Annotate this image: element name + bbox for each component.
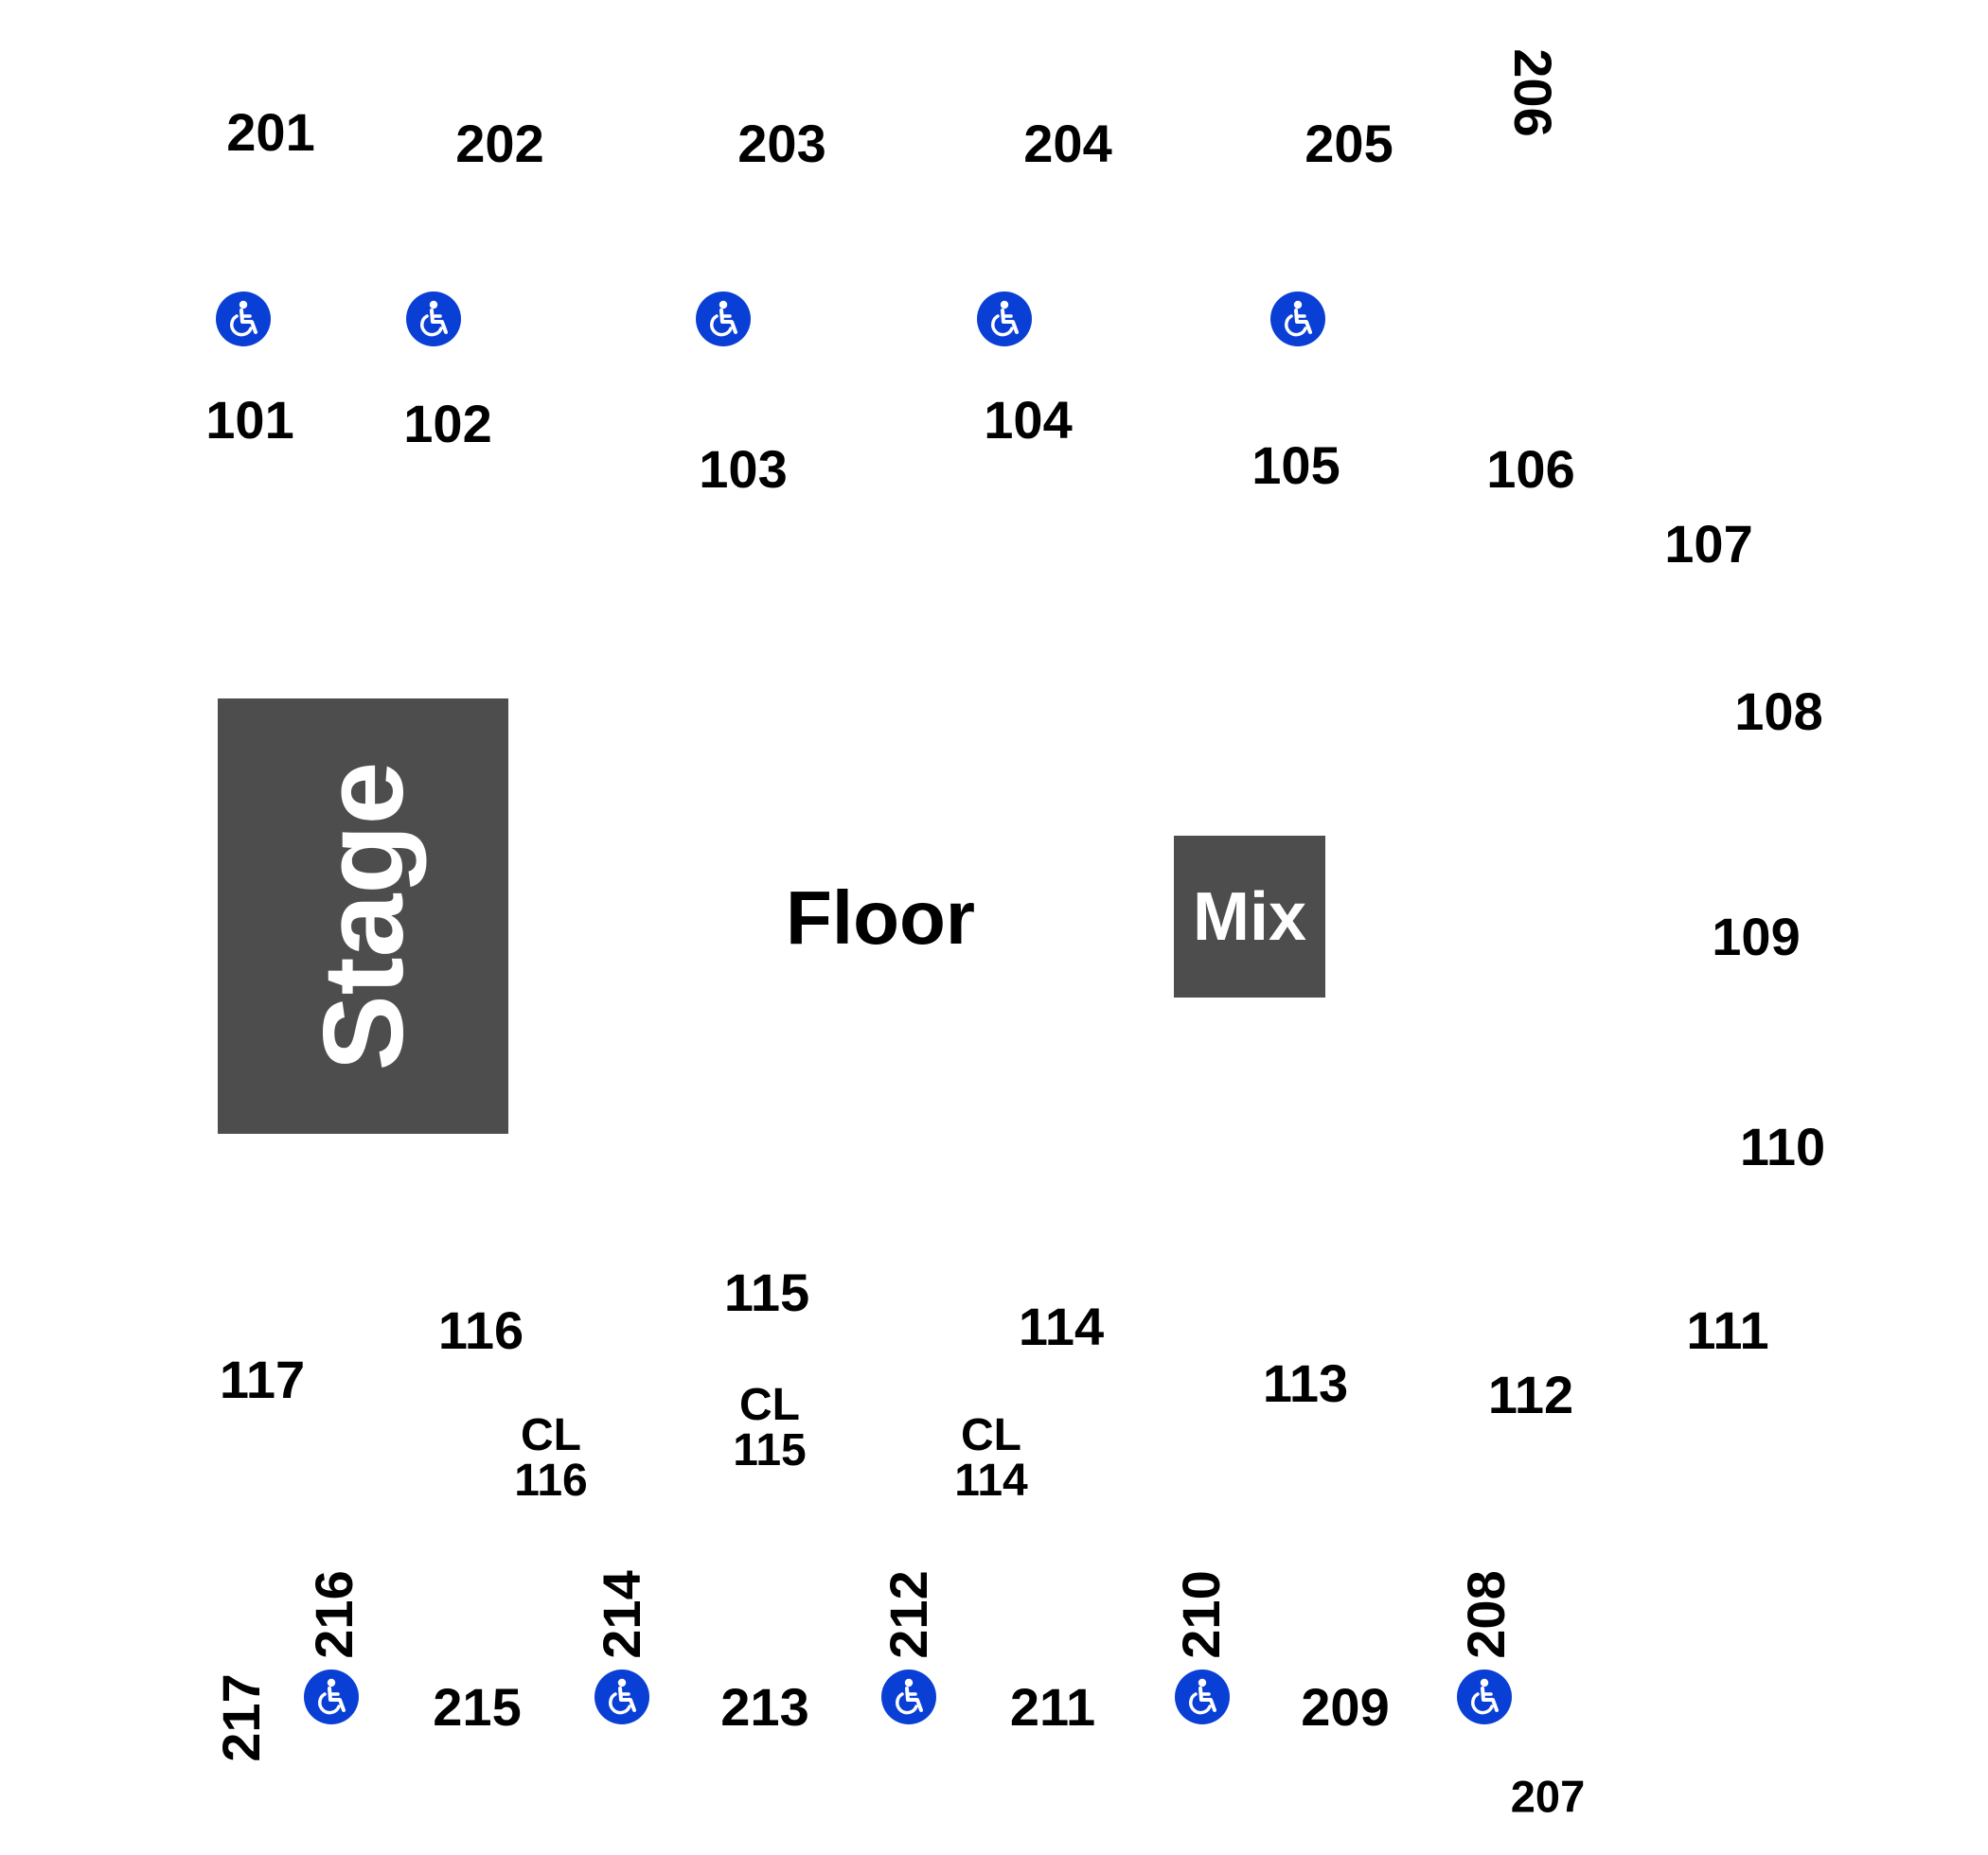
wheelchair-icon [303,1669,360,1725]
section-211[interactable]: 211 [1009,1677,1096,1737]
section-103[interactable]: 103 [699,439,788,499]
mix-label: Mix [1192,878,1307,955]
section-cl115-prefix: CL [739,1380,800,1430]
section-116[interactable]: 116 [437,1300,524,1360]
section-204[interactable]: 204 [1023,114,1112,173]
section-104[interactable]: 104 [984,390,1073,450]
section-101[interactable]: 101 [205,390,294,450]
wheelchair-icon [695,291,752,347]
section-216[interactable]: 216 [304,1570,364,1659]
section-102[interactable]: 102 [403,394,492,453]
section-105[interactable]: 105 [1251,435,1340,495]
section-217[interactable]: 217 [211,1673,271,1762]
section-108[interactable]: 108 [1734,681,1823,741]
section-205[interactable]: 205 [1305,114,1393,173]
section-214[interactable]: 214 [592,1570,651,1659]
section-212[interactable]: 212 [879,1570,938,1659]
stage-block[interactable]: Stage [218,698,508,1134]
wheelchair-icon [880,1669,937,1725]
section-213[interactable]: 213 [720,1677,809,1737]
section-207[interactable]: 207 [1510,1771,1586,1822]
wheelchair-icon [976,291,1033,347]
section-109[interactable]: 109 [1712,907,1801,966]
stage-label: Stage [299,761,427,1071]
wheelchair-icon [1269,291,1326,347]
section-cl116-prefix: CL [521,1410,581,1460]
section-206[interactable]: 206 [1503,48,1563,137]
section-cl114[interactable]: CL 114 [954,1413,1027,1504]
section-111[interactable]: 111 [1686,1300,1769,1360]
section-215[interactable]: 215 [433,1677,522,1737]
wheelchair-icon [1174,1669,1231,1725]
section-cl116[interactable]: CL 116 [514,1413,587,1504]
section-202[interactable]: 202 [455,114,544,173]
section-cl116-number: 116 [514,1456,588,1506]
section-cl115[interactable]: CL 115 [733,1383,806,1474]
section-107[interactable]: 107 [1664,514,1753,574]
section-cl114-prefix: CL [961,1410,1021,1460]
section-208[interactable]: 208 [1456,1570,1516,1659]
section-115[interactable]: 115 [723,1263,810,1322]
section-210[interactable]: 210 [1171,1570,1231,1659]
section-203[interactable]: 203 [737,114,826,173]
mix-block: Mix [1174,836,1325,998]
section-117[interactable]: 117 [219,1350,306,1409]
wheelchair-icon [215,291,272,347]
section-cl114-number: 114 [954,1456,1028,1506]
section-201[interactable]: 201 [226,102,315,162]
wheelchair-icon [405,291,462,347]
section-106[interactable]: 106 [1486,439,1575,499]
section-cl115-number: 115 [733,1425,807,1475]
section-112[interactable]: 112 [1487,1365,1574,1424]
section-209[interactable]: 209 [1301,1677,1390,1737]
floor-label[interactable]: Floor [786,875,975,960]
wheelchair-icon [594,1669,650,1725]
section-110[interactable]: 110 [1739,1117,1826,1176]
section-114[interactable]: 114 [1018,1297,1105,1356]
section-113[interactable]: 113 [1262,1353,1349,1413]
wheelchair-icon [1456,1669,1513,1725]
